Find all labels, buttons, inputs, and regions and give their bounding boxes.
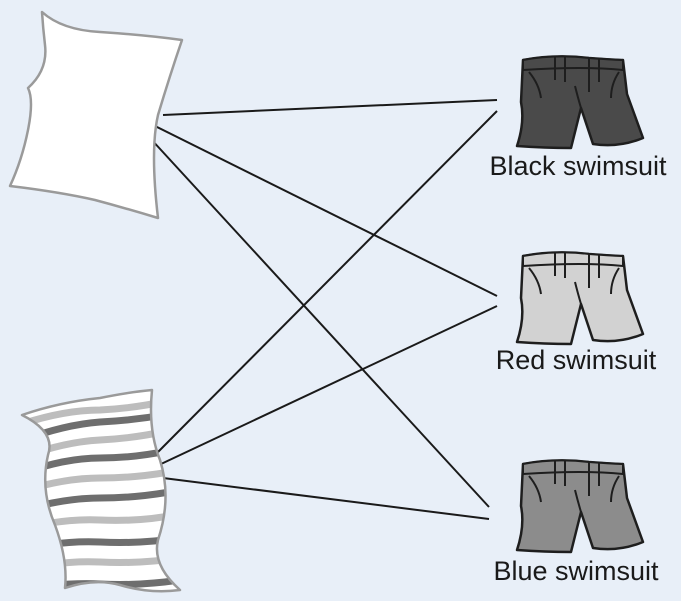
line-plain-to-blue (149, 137, 490, 508)
red-swimsuit-label: Red swimsuit (495, 345, 657, 375)
plain-towel-icon (8, 10, 184, 220)
connection-lines (149, 99, 498, 520)
black-swimsuit-label: Black swimsuit (489, 151, 667, 181)
swimsuits (515, 55, 645, 554)
line-striped-to-black (157, 110, 498, 453)
line-striped-to-red (160, 305, 498, 465)
black-swimsuit-icon (515, 55, 645, 150)
blue-swimsuit-icon (515, 459, 645, 554)
line-striped-to-blue (162, 477, 490, 520)
line-plain-to-red (154, 125, 498, 297)
red-swimsuit-icon (515, 251, 645, 346)
striped-towel-icon (20, 388, 182, 593)
line-plain-to-black (162, 99, 498, 116)
blue-swimsuit-label: Blue swimsuit (493, 556, 659, 586)
